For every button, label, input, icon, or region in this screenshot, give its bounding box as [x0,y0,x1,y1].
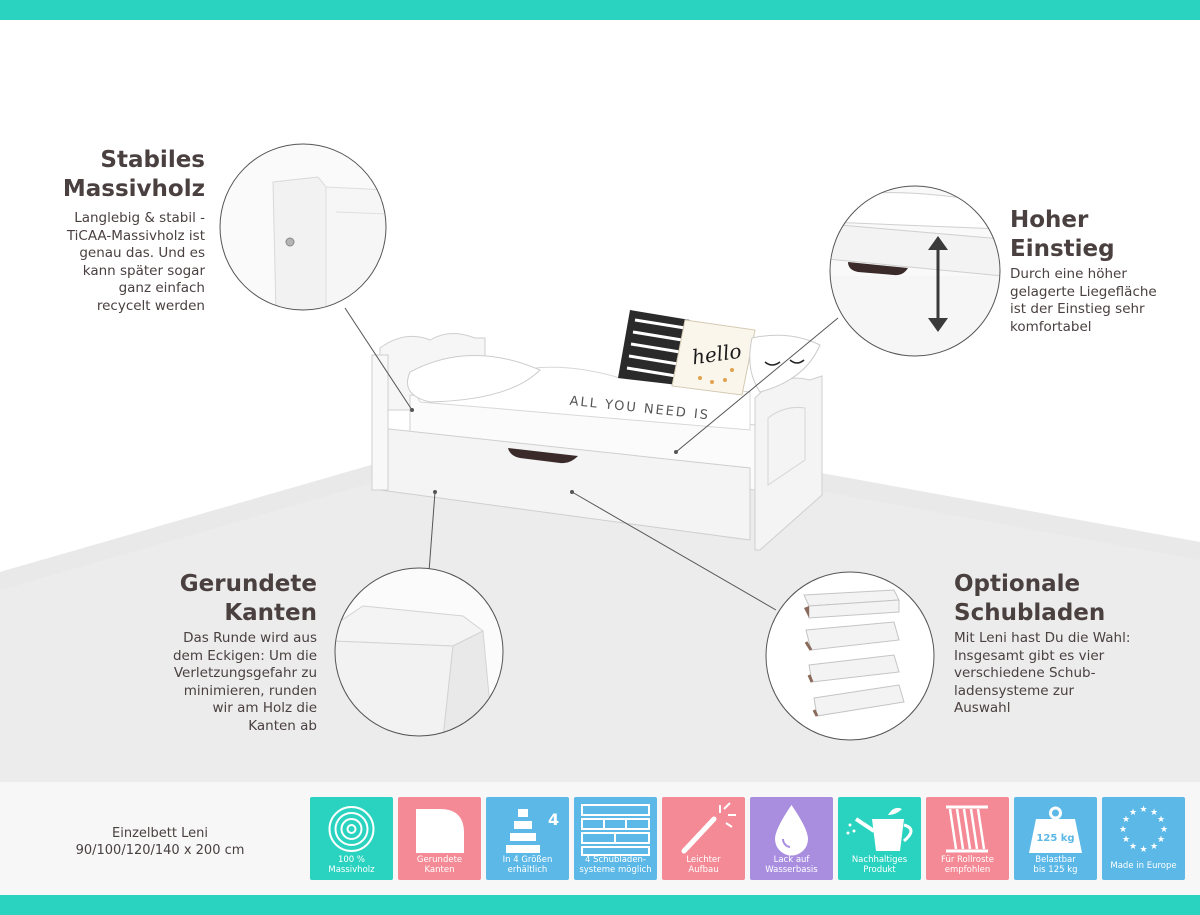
schubladen-description: Mit Leni hast Du die Wahl: Insgesamt gib… [954,630,1131,716]
water-drop-icon [775,805,808,856]
svg-text:★: ★ [1122,815,1130,825]
eu-flag-icon: ★★★★ ★★★★ ★★★★ [1119,805,1168,855]
svg-text:4: 4 [548,810,559,829]
svg-text:★: ★ [1139,845,1147,855]
kanten-detail-circle [334,567,504,737]
product-caption: Einzelbett Leni 90/100/120/140 x 200 cm [50,825,270,859]
magic-wand-icon [681,802,736,854]
sizes-icon: 4 [506,809,559,853]
svg-text:125 kg: 125 kg [1036,833,1074,844]
slatted-frame-icon [946,805,988,853]
svg-text:★: ★ [1122,835,1130,845]
einstieg-description: Durch eine höher gelagerte Liegefläche i… [1010,266,1157,335]
einstieg-title: Hoher Einstieg [1010,207,1115,262]
bottom-accent-bar [0,895,1200,915]
svg-text:★: ★ [1150,842,1158,852]
svg-text:★: ★ [1119,825,1127,835]
weight-icon: 125 kg [1029,806,1082,853]
svg-text:★: ★ [1157,835,1165,845]
badge-schubladensysteme: 4 Schubladen-systeme möglich [574,797,657,880]
svg-text:★: ★ [1150,808,1158,818]
schubladen-title: Optionale Schubladen [954,571,1106,626]
svg-text:★: ★ [1157,815,1165,825]
massivholz-title: Stabiles Massivholz [62,147,205,202]
callout-lines [344,307,839,611]
massivholz-detail-circle [219,143,387,311]
svg-text:★: ★ [1129,842,1137,852]
kanten-title: Gerundete Kanten [179,571,317,626]
top-accent-bar [0,0,1200,20]
schubladen-detail-circle [765,571,935,741]
kanten-description: Das Runde wird aus dem Eckigen: Um die V… [172,630,317,734]
product-name: Einzelbett Leni [112,826,208,841]
einstieg-detail-circle [829,185,1001,357]
badge-massivholz: 100 %Massivholz [310,797,393,880]
rounded-corner-icon [416,809,464,853]
rings-icon [328,806,375,852]
massivholz-description: Langlebig & stabil - TiCAA-Massivholz is… [66,210,205,314]
svg-text:★: ★ [1139,805,1147,815]
svg-text:★: ★ [1160,825,1168,835]
badge-made-in-europe: ★★★★ ★★★★ ★★★★ Made in Europe [1102,797,1185,880]
bed-image: hello ALL YOU NEED IS [371,310,823,551]
product-sizes: 90/100/120/140 x 200 cm [75,843,245,858]
watering-can-icon [846,807,913,851]
svg-text:★: ★ [1129,808,1137,818]
drawer-systems-icon [581,804,650,856]
